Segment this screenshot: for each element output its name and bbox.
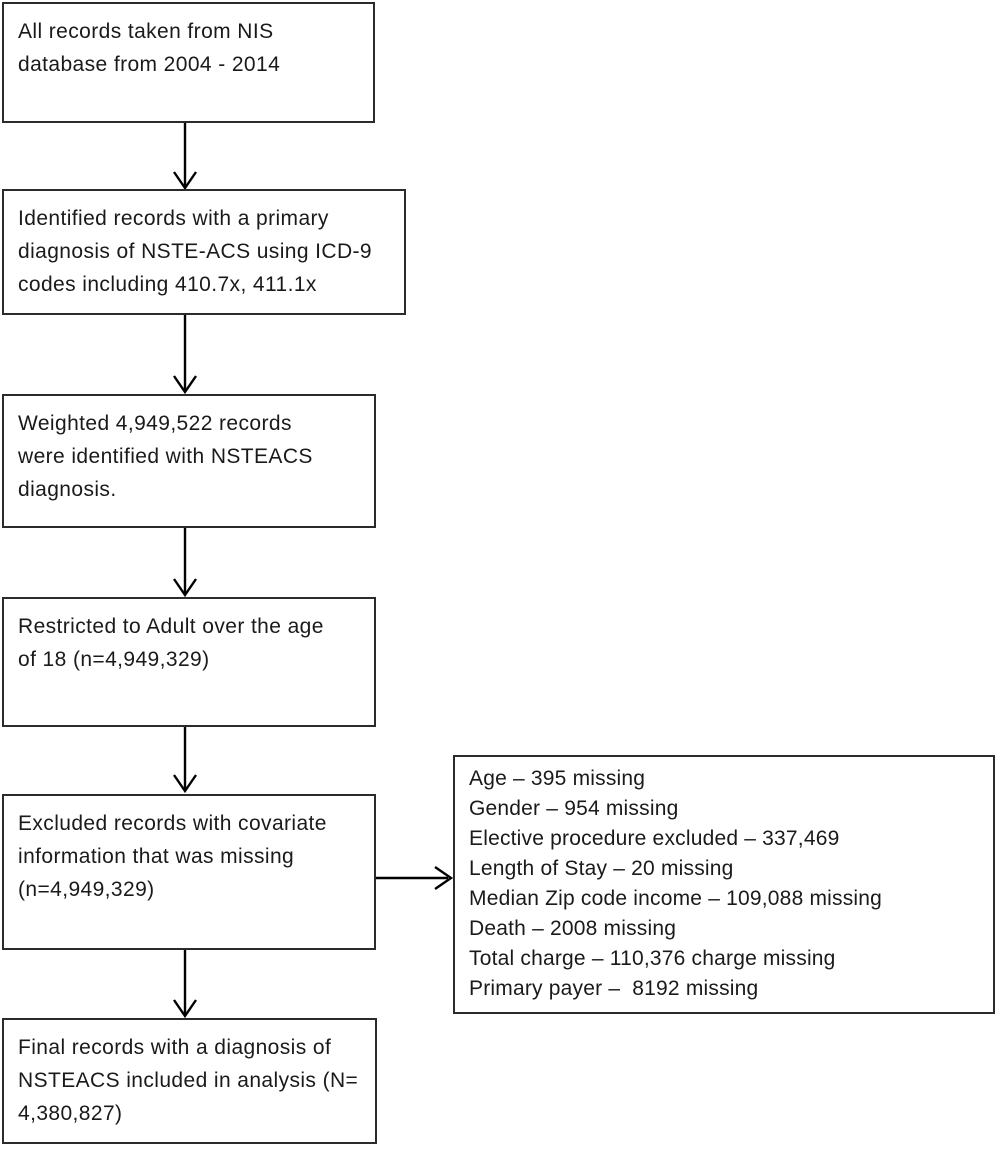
box-text-line: of 18 (n=4,949,329)	[18, 648, 210, 671]
box-text-line: Final records with a diagnosis of	[18, 1036, 332, 1059]
box-text-line: Identified records with a primary	[18, 207, 329, 230]
down-arrow-3	[173, 528, 197, 598]
box-text-line: diagnosis.	[18, 478, 117, 501]
exclusion-line: Age – 395 missing	[469, 767, 646, 790]
flow-box-all-records: All records taken from NIS database from…	[2, 2, 375, 123]
flow-box-final-records: Final records with a diagnosis of NSTEAC…	[2, 1018, 377, 1144]
box-text-line: diagnosis of NSTE-ACS using ICD-9	[18, 240, 372, 263]
box-text-line: were identified with NSTEACS	[18, 445, 313, 468]
down-arrow-4	[173, 727, 197, 794]
flow-box-adult-restriction: Restricted to Adult over the age of 18 (…	[2, 597, 376, 727]
down-arrow-1	[173, 123, 197, 191]
flow-box-identified-records: Identified records with a primary diagno…	[2, 189, 406, 315]
right-arrow-exclusions	[376, 866, 454, 890]
box-text-line: database from 2004 - 2014	[18, 53, 281, 76]
exclusion-details-box: Age – 395 missing Gender – 954 missing E…	[453, 755, 995, 1014]
box-text-line: Weighted 4,949,522 records	[18, 412, 292, 435]
box-text-line: NSTEACS included in analysis (N=	[18, 1069, 359, 1092]
exclusion-line: Elective procedure excluded – 337,469	[469, 827, 840, 850]
box-text-line: All records taken from NIS	[18, 20, 274, 43]
down-arrow-2	[173, 315, 197, 395]
box-text-line: Restricted to Adult over the age	[18, 615, 324, 638]
exclusion-line: Total charge – 110,376 charge missing	[469, 947, 836, 970]
down-arrow-5	[173, 950, 197, 1019]
exclusion-line: Primary payer – 8192 missing	[469, 977, 759, 1000]
exclusion-line: Median Zip code income – 109,088 missing	[469, 887, 883, 910]
flow-box-excluded-missing: Excluded records with covariate informat…	[2, 794, 376, 950]
box-text-line: information that was missing	[18, 845, 295, 868]
box-text-line: 4,380,827)	[18, 1102, 123, 1125]
exclusion-line: Death – 2008 missing	[469, 917, 677, 940]
flow-box-weighted-records: Weighted 4,949,522 records were identifi…	[2, 394, 376, 528]
exclusion-line: Length of Stay – 20 missing	[469, 857, 734, 880]
box-text-line: (n=4,949,329)	[18, 878, 155, 901]
exclusion-line: Gender – 954 missing	[469, 797, 679, 820]
box-text-line: Excluded records with covariate	[18, 812, 327, 835]
box-text-line: codes including 410.7x, 411.1x	[18, 273, 317, 296]
